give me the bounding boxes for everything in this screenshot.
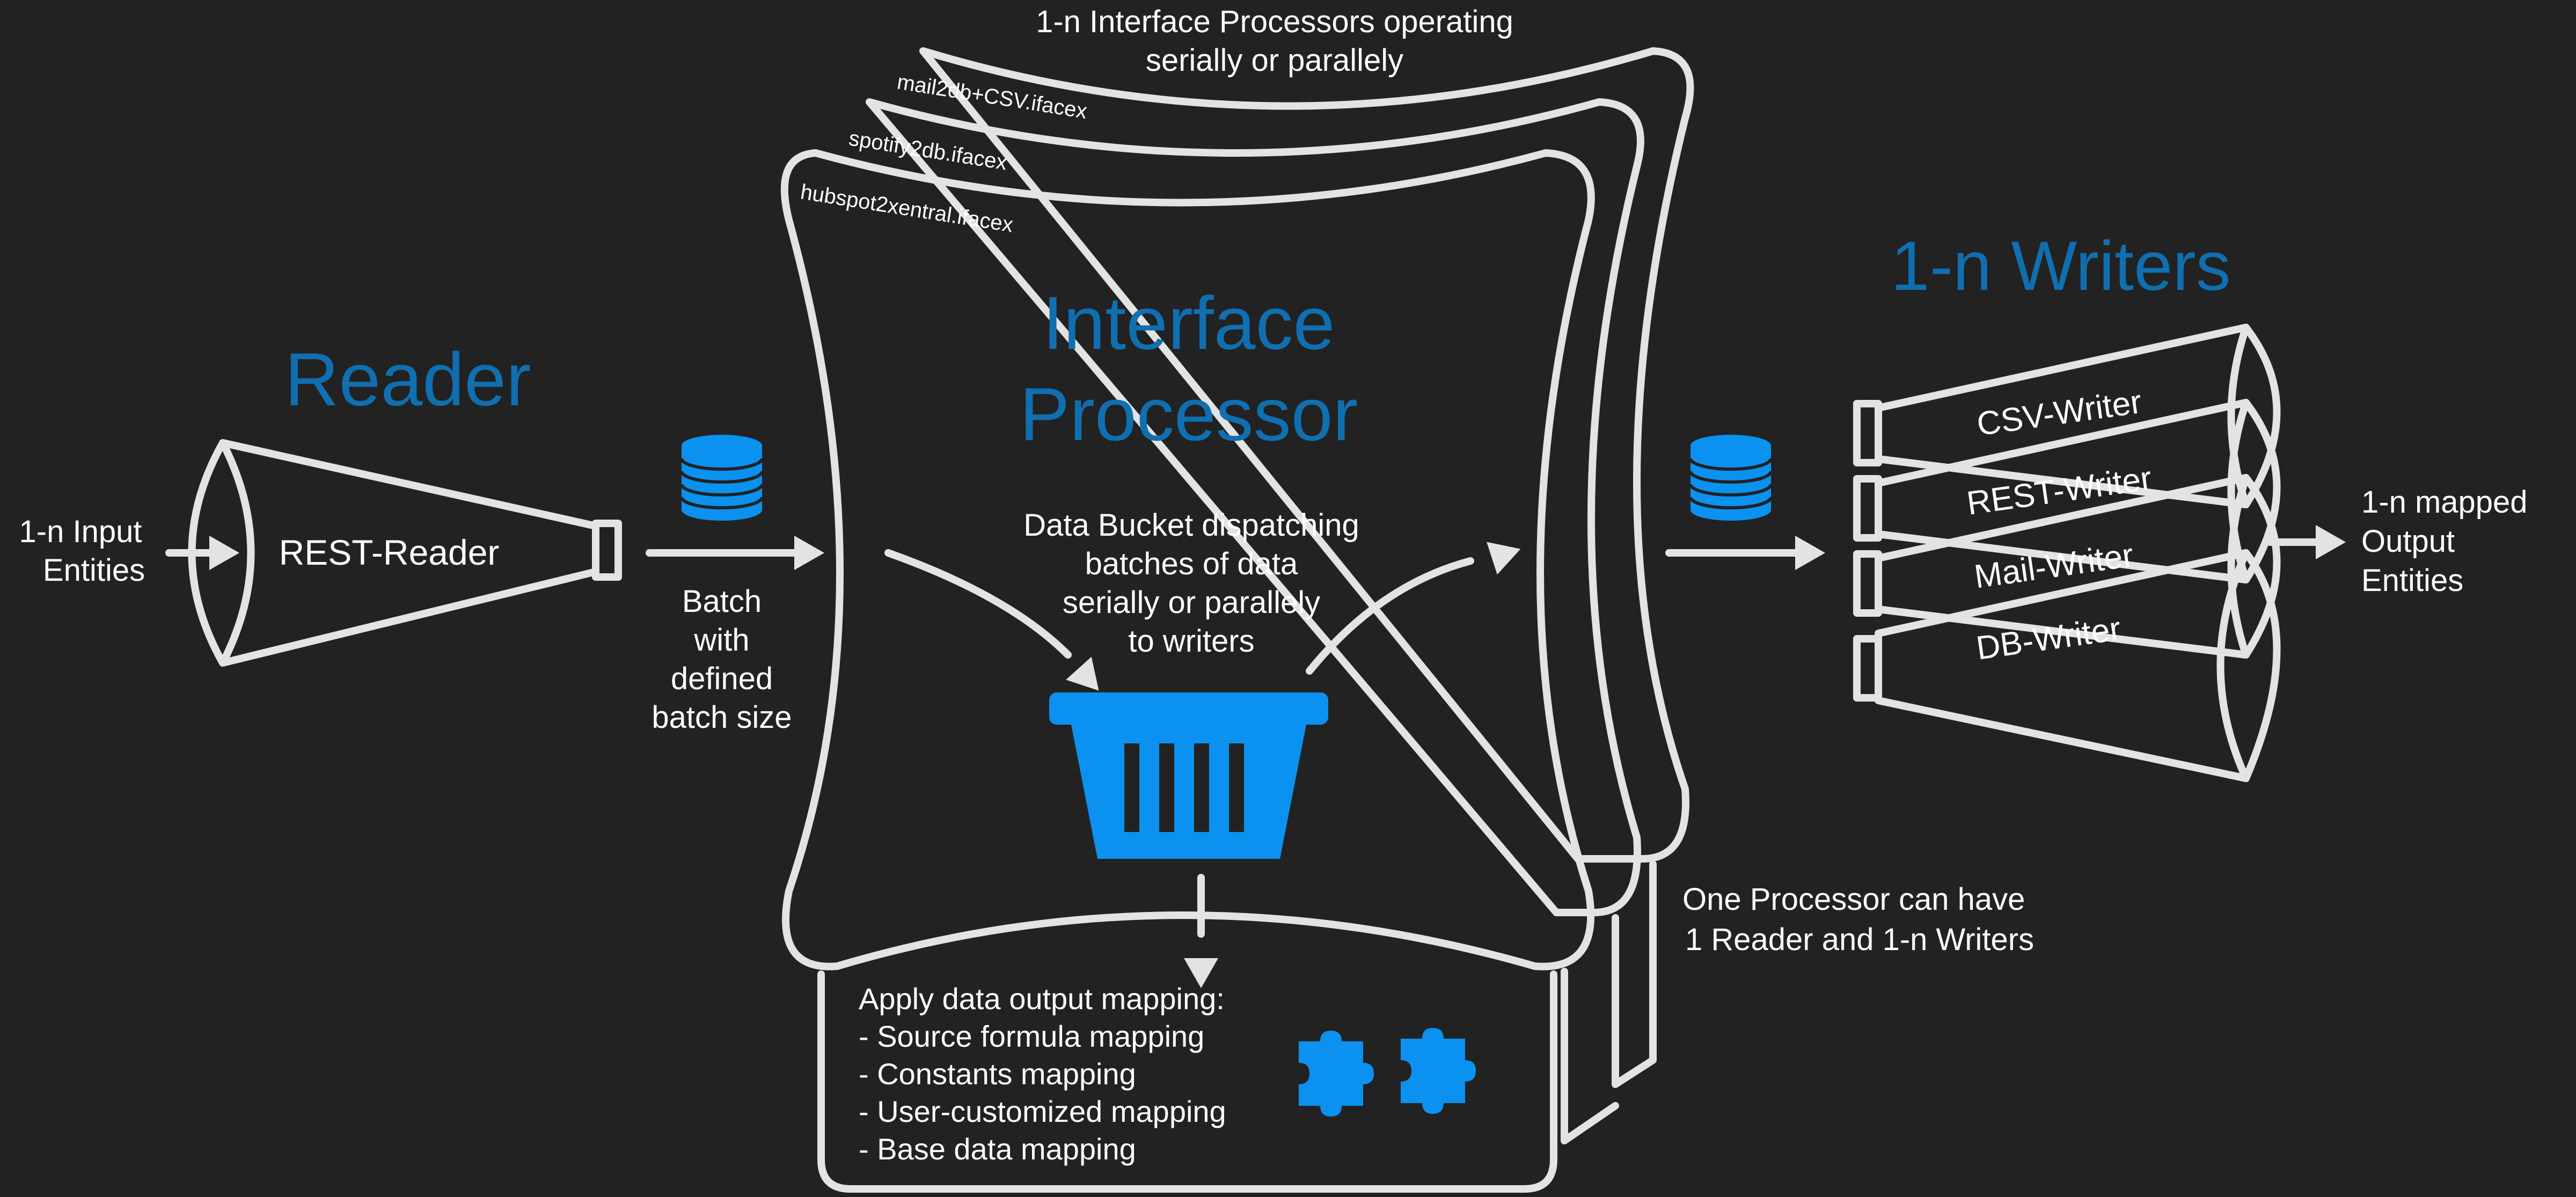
bucket-text-line-4: to writers: [1128, 624, 1254, 659]
database-icon: [682, 435, 762, 521]
batch-label-line-4: batch size: [652, 700, 792, 735]
input-label-line-2: Entities: [43, 553, 145, 588]
processors-title-line-2: serially or parallely: [1146, 43, 1403, 78]
processor-heading-line-1: Interface: [1043, 281, 1335, 365]
arrow-into-basket: [884, 549, 1072, 659]
processor-note-line-1: One Processor can have: [1682, 882, 2025, 917]
writer-funnel-db: [1875, 549, 2281, 782]
output-label-line-2: Output: [2361, 524, 2455, 559]
reader-funnel: [188, 439, 599, 667]
puzzle-icon-2: [1401, 1028, 1476, 1114]
reader-connector: [592, 520, 622, 581]
batch-label-line-3: defined: [671, 661, 773, 696]
bucket-text-line-2: batches of data: [1085, 546, 1298, 581]
input-arrowhead: [209, 536, 239, 570]
processor-card-front: [780, 149, 1595, 970]
mapping-panel-back-2: [1612, 860, 1657, 1088]
database-icon-writers: [1690, 435, 1771, 521]
mapping-line-5: - Base data mapping: [859, 1132, 1136, 1166]
processors-title-line-1: 1-n Interface Processors operating: [1036, 4, 1513, 39]
arrow-out-of-basket: [1306, 557, 1474, 675]
bucket-text-line-3: serially or parallely: [1063, 585, 1320, 620]
reader-name: REST-Reader: [279, 532, 500, 572]
writers-arrowhead: [1795, 536, 1825, 570]
batch-arrowhead: [794, 536, 824, 570]
processor-heading-line-2: Processor: [1020, 372, 1358, 456]
basket-icon: [1049, 692, 1328, 859]
output-label-line-3: Entities: [2361, 563, 2463, 598]
arrow-out-of-basket-head: [1487, 532, 1526, 575]
mapping-line-4: - User-customized mapping: [859, 1094, 1226, 1128]
mapping-panel-back: [1561, 968, 1619, 1144]
mapping-panel: [817, 970, 1557, 1193]
puzzle-icon: [1299, 1031, 1374, 1116]
processor-card-back-2: [919, 47, 1694, 863]
mapping-line-1: Apply data output mapping:: [859, 982, 1225, 1016]
output-label-line-1: 1-n mapped: [2361, 485, 2528, 520]
writer-funnels: [1853, 324, 2281, 782]
processor-note-line-2: 1 Reader and 1-n Writers: [1685, 922, 2034, 957]
batch-label-line-1: Batch: [682, 584, 762, 619]
mapping-line-3: - Constants mapping: [859, 1057, 1136, 1091]
writer-name-db: DB-Writer: [1974, 610, 2123, 667]
mapping-line-2: - Source formula mapping: [859, 1019, 1204, 1053]
writer-funnel-mail: [1875, 474, 2281, 659]
reader-heading: Reader: [284, 337, 531, 421]
output-arrowhead: [2316, 525, 2346, 559]
batch-label-line-2: with: [693, 623, 749, 658]
bucket-text-line-1: Data Bucket dispatching: [1023, 508, 1359, 543]
processor-card-back-1: [866, 98, 1644, 916]
writer-name-rest: REST-Writer: [1965, 459, 2154, 522]
input-label-line-1: 1-n Input: [19, 514, 142, 549]
writers-heading: 1-n Writers: [1891, 227, 2230, 305]
